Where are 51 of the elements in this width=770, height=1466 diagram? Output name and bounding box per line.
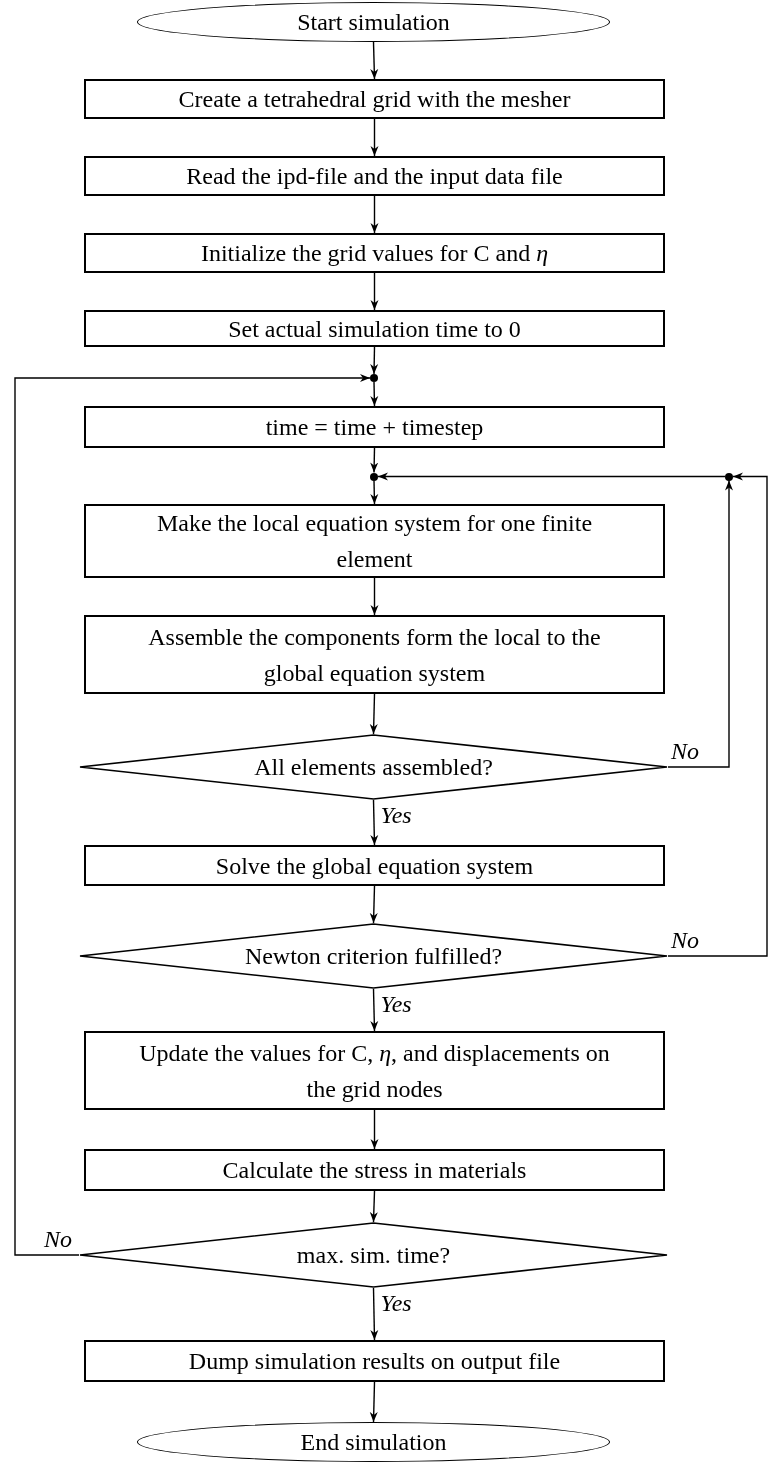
node-text: max. sim. time? — [295, 1241, 452, 1270]
arrow — [370, 381, 379, 407]
node-text: Calculate the stress in materials — [221, 1156, 528, 1185]
process-box — [84, 504, 665, 578]
arrow — [370, 577, 379, 616]
arrow — [370, 118, 379, 157]
node-text: Assemble the components form the local to the global equation system — [147, 622, 602, 688]
process-box — [84, 615, 665, 694]
decision-diamond — [79, 1222, 668, 1288]
arrow — [369, 693, 378, 735]
arrow — [370, 479, 379, 505]
process-box — [84, 310, 665, 347]
node-text: All elements assembled? — [253, 753, 494, 782]
arrow — [377, 472, 726, 481]
node-text: Set actual simulation time to 0 — [227, 314, 522, 344]
process-box — [84, 156, 665, 196]
arrow — [370, 195, 379, 234]
arrow — [370, 346, 379, 375]
node-text: Solve the global equation system — [214, 851, 535, 881]
node-text: Read the ipd-file and the input data file — [185, 162, 564, 191]
arrow — [370, 988, 379, 1032]
arrow — [370, 41, 379, 80]
node-text: Update the values for C, η, and displacements on the grid nodes — [138, 1038, 611, 1104]
decision-diamond — [79, 923, 668, 989]
node-text: Dump simulation results on output file — [187, 1347, 562, 1376]
node-text: End simulation — [299, 1428, 448, 1457]
process-box — [84, 1031, 665, 1110]
arrow — [369, 1381, 378, 1423]
arrow — [370, 1109, 379, 1150]
node-text: Start simulation — [296, 8, 451, 37]
arrow — [667, 479, 733, 768]
decision-diamond — [79, 734, 668, 800]
arrow — [370, 799, 379, 846]
process-box — [84, 79, 665, 119]
node-text: time = time + timestep — [264, 413, 485, 442]
arrow — [370, 447, 379, 474]
node-text: Initialize the grid values for C and η — [199, 239, 550, 268]
arrow — [370, 1287, 379, 1341]
arrow — [14, 374, 371, 1256]
process-box — [84, 845, 665, 886]
process-box — [84, 1340, 665, 1382]
arrow — [369, 885, 378, 924]
process-box — [84, 233, 665, 273]
node-text: Newton criterion fulfilled? — [243, 942, 504, 971]
arrow — [370, 272, 379, 311]
node-text: Create a tetrahedral grid with the mesher — [177, 85, 572, 114]
process-box — [84, 406, 665, 448]
arrow — [667, 472, 768, 957]
process-box — [84, 1149, 665, 1191]
arrow — [369, 1190, 378, 1223]
node-text: Make the local equation system for one finite element — [155, 509, 594, 574]
